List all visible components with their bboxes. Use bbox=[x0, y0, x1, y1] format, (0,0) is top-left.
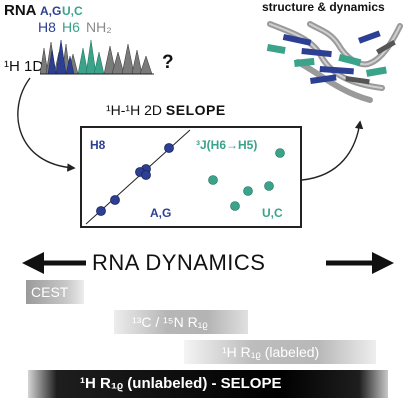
selope-title-prefix: ¹H-¹H 2D bbox=[106, 102, 166, 118]
spectrum-1d bbox=[40, 39, 154, 75]
h8-peak bbox=[110, 195, 120, 205]
h6-h5-peak bbox=[264, 181, 274, 191]
h6-h5-peak bbox=[243, 186, 253, 196]
selope-spectrum-box bbox=[80, 126, 302, 228]
nh2-label: NH₂ bbox=[86, 19, 112, 35]
h1-labeled-label: ¹H R₁ᵨ (labeled) bbox=[222, 344, 320, 360]
h6-label: H6 bbox=[62, 19, 80, 35]
h1-r1rho-labeled-bar: ¹H R₁ᵨ (labeled) bbox=[184, 340, 376, 364]
structure-dynamics-label: structure & dynamics bbox=[262, 0, 385, 14]
h8-peak bbox=[164, 143, 174, 153]
plot-ag-label: A,G bbox=[150, 206, 172, 220]
ag-label: A,G bbox=[40, 4, 62, 18]
arrow-spectrum-to-selope bbox=[17, 77, 76, 172]
timescale-double-arrow bbox=[22, 252, 394, 274]
rna-label: RNA bbox=[4, 2, 37, 19]
c13-n15-label: ¹³C / ¹⁵N R₁ᵨ bbox=[132, 314, 208, 330]
one-d-label: ¹H 1D bbox=[4, 58, 44, 75]
selope-title-bold: SELOPE bbox=[165, 102, 226, 118]
rna-structure-image bbox=[266, 21, 403, 103]
h6-h5-peak bbox=[230, 201, 240, 211]
plot-h8-label: H8 bbox=[90, 138, 106, 152]
c13-n15-r1rho-bar: ¹³C / ¹⁵N R₁ᵨ bbox=[114, 310, 248, 334]
h6-h5-peak bbox=[275, 148, 285, 158]
h8-peak bbox=[141, 170, 151, 180]
h8-label: H8 bbox=[38, 19, 56, 35]
question-mark: ? bbox=[162, 52, 174, 73]
cest-bar: CEST bbox=[26, 280, 84, 304]
h1-r1rho-selope-bar: ¹H R₁ᵨ (unlabeled) - SELOPE bbox=[28, 370, 388, 398]
cest-label: CEST bbox=[31, 284, 69, 300]
h1-selope-label: ¹H R₁ᵨ (unlabeled) - SELOPE bbox=[80, 375, 282, 392]
arrow-selope-to-structure bbox=[301, 120, 364, 181]
rna-dynamics-title: RNA DYNAMICS bbox=[92, 250, 266, 275]
uc-label: U,C bbox=[62, 4, 83, 18]
plot-uc-label: U,C bbox=[262, 206, 283, 220]
selope-spectrum-plot bbox=[85, 129, 285, 225]
h6-h5-peak bbox=[208, 175, 218, 185]
coupling-label: ³J(H6→H5) bbox=[196, 138, 258, 152]
selope-title: ¹H-¹H 2D SELOPE bbox=[106, 102, 226, 118]
h8-peak bbox=[96, 206, 106, 216]
